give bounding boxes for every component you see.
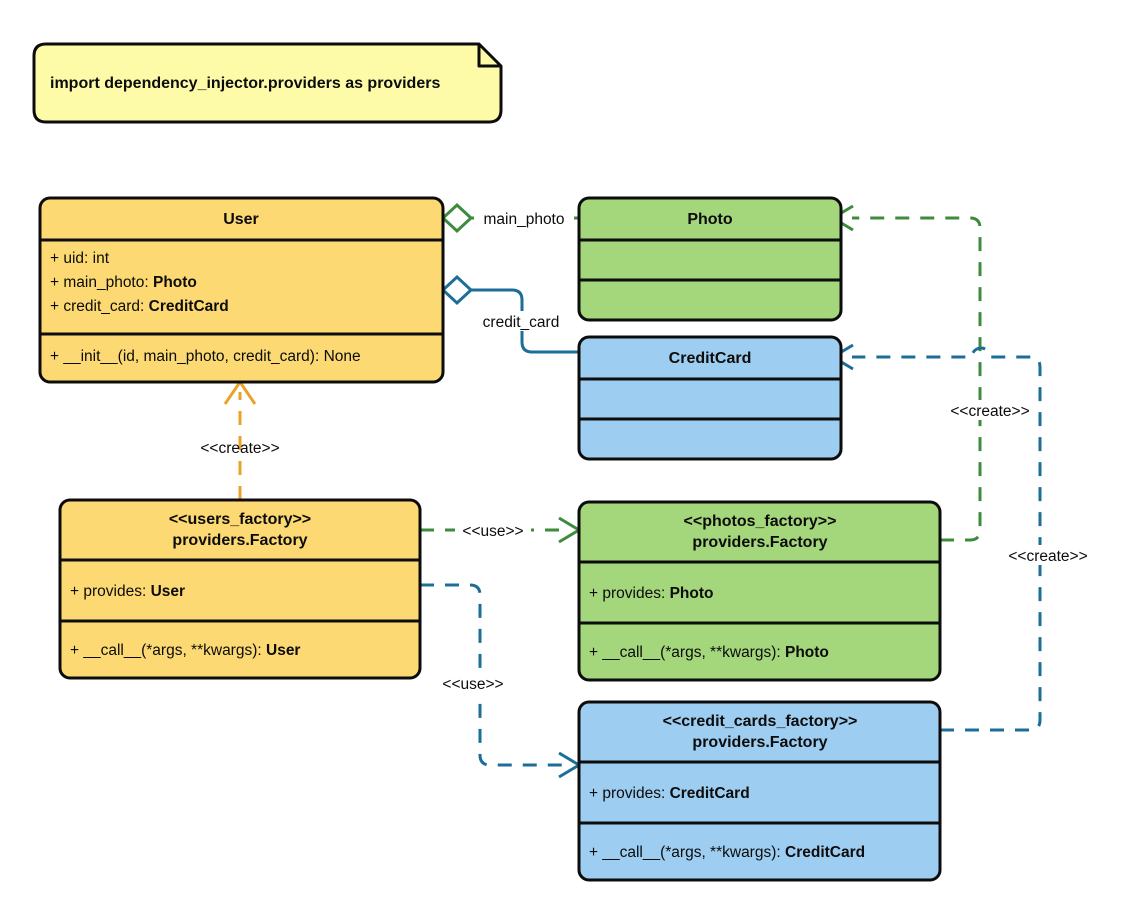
edge-label-backdrop	[474, 208, 574, 228]
class-body	[577, 196, 843, 322]
edge-label-backdrop	[438, 673, 508, 693]
class-box-photo[interactable]: Photo	[577, 196, 843, 322]
edge-users-factory-create-user: <<create>>	[200, 379, 280, 500]
class-box-user[interactable]: User + uid: int + main_photo: Photo + cr…	[38, 196, 445, 384]
class-box-users-factory[interactable]: <<users_factory>> providers.Factory + pr…	[58, 498, 422, 680]
class-body	[577, 335, 843, 461]
edge-label-backdrop	[942, 400, 1038, 420]
aggregation-diamond-icon	[440, 202, 474, 234]
method-row: + __call__(*args, **kwargs): Photo	[589, 644, 829, 661]
class-name-users-factory: providers.Factory	[172, 532, 307, 549]
attribute-row: + credit_card: CreditCard	[50, 298, 229, 315]
edge-users-factory-use-credit-cards-factory: <<use>>	[420, 583, 582, 779]
edge-label-create: <<create>>	[200, 440, 279, 457]
edge-label-credit-card: credit_card	[483, 314, 560, 331]
method-row: + __init__(id, main_photo, credit_card):…	[50, 348, 361, 365]
arrowhead-open-icon	[558, 516, 582, 544]
class-stereotype-users-factory: <<users_factory>>	[169, 511, 311, 528]
class-box-photos-factory[interactable]: <<photos_factory>> providers.Factory + p…	[577, 500, 942, 682]
class-name-photo: Photo	[687, 211, 733, 228]
class-body	[38, 196, 445, 384]
edge-label-backdrop	[455, 520, 531, 540]
edge-user-aggregation-credit-card: credit_card	[440, 274, 579, 354]
class-name-user: User	[223, 211, 259, 228]
edge-line	[852, 346, 1042, 732]
class-box-credit-cards-factory[interactable]: <<credit_cards_factory>> providers.Facto…	[577, 700, 942, 882]
edge-line	[852, 216, 982, 542]
edge-label-use: <<use>>	[442, 676, 503, 693]
note-shape	[32, 42, 503, 124]
method-row: + __call__(*args, **kwargs): User	[70, 642, 300, 659]
edge-photos-factory-create-photo: <<create>>	[830, 204, 1038, 542]
edge-label-backdrop	[470, 311, 574, 331]
edge-label-use: <<use>>	[462, 523, 523, 540]
edge-label-create: <<create>>	[1008, 548, 1087, 565]
attribute-row: + main_photo: Photo	[50, 274, 197, 291]
class-stereotype-photos-factory: <<photos_factory>>	[684, 513, 837, 530]
attribute-row: + provides: Photo	[589, 585, 713, 602]
class-name-photos-factory: providers.Factory	[692, 534, 827, 551]
note-text: import dependency_injector.providers as …	[50, 75, 440, 92]
class-name-credit-cards-factory: providers.Factory	[692, 734, 827, 751]
class-body	[577, 700, 942, 882]
attribute-row: + uid: int	[50, 250, 110, 267]
class-body	[58, 498, 422, 680]
aggregation-diamond-icon	[440, 274, 474, 306]
note-import-statement: import dependency_injector.providers as …	[32, 42, 503, 124]
edge-users-factory-use-photos-factory: <<use>>	[420, 516, 582, 544]
attribute-row: + provides: CreditCard	[589, 785, 750, 802]
note-fold-icon	[477, 44, 501, 68]
class-name-credit-card: CreditCard	[669, 350, 752, 367]
edge-label-create: <<create>>	[950, 403, 1029, 420]
edge-label-backdrop	[1000, 545, 1096, 565]
edge-label-main-photo: main_photo	[483, 211, 564, 228]
class-box-credit-card[interactable]: CreditCard	[577, 335, 843, 461]
attribute-row: + provides: User	[70, 583, 185, 600]
arrowhead-open-icon	[558, 751, 582, 779]
class-stereotype-credit-cards-factory: <<credit_cards_factory>>	[663, 713, 858, 730]
class-body	[577, 500, 942, 682]
edge-line	[420, 583, 570, 767]
edge-user-aggregation-photo: main_photo	[440, 202, 579, 234]
method-row: + __call__(*args, **kwargs): CreditCard	[589, 844, 865, 861]
